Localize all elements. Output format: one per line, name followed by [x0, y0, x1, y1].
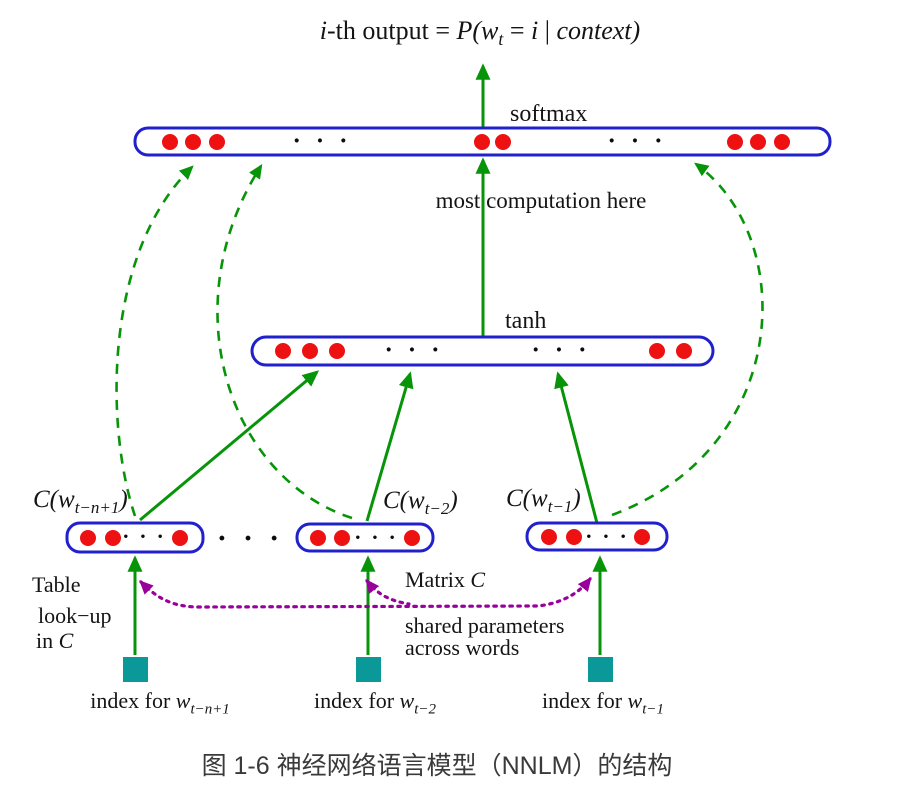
index-square-left: [123, 657, 148, 682]
neuron-dots: [80, 134, 790, 546]
shared-parameters-line1: shared parameters: [405, 613, 565, 638]
matrix-c-dotted-branch: [365, 578, 411, 606]
embedding-label-right: C(wt−1): [506, 485, 581, 516]
embedding-box-right: [525, 521, 669, 552]
dashed-arc-right: [611, 162, 764, 517]
index-label-middle: index for wt−2: [314, 688, 436, 718]
embedding-label-middle: C(wt−2): [383, 487, 458, 518]
tanh-label: tanh: [505, 308, 547, 334]
softmax-ellipsis-right: · · ·: [607, 128, 667, 154]
dashed-arc-left: [115, 165, 194, 517]
tanh-layer-box: [250, 335, 715, 367]
tanh-ellipsis-left: · · ·: [384, 337, 444, 363]
embedding-label-left: C(wt−n+1): [33, 486, 128, 517]
table-lookup-line1: Table: [32, 572, 81, 597]
figure-caption: 图 1-6 神经网络语言模型（NNLM）的结构: [201, 752, 673, 780]
arrow-emb-right-to-tanh: [554, 371, 599, 524]
tanh-ellipsis-right: · · ·: [531, 337, 591, 363]
embedding-middle-ellipsis: · · ·: [354, 527, 398, 549]
matrix-c-label: Matrix C: [405, 567, 486, 592]
embedding-gap-ellipsis: · · ·: [217, 524, 283, 554]
index-square-middle: [356, 657, 381, 682]
matrix-c-dotted-link: [139, 576, 592, 609]
table-lookup-line2: look−up: [38, 603, 112, 628]
shared-parameters-line2: across words: [405, 635, 520, 660]
embedding-box-middle: [295, 522, 435, 553]
arrow-emb-left-to-tanh: [139, 370, 320, 522]
embedding-box-left: [65, 521, 205, 554]
most-computation-label: most computation here: [435, 188, 647, 213]
embedding-right-ellipsis: · · ·: [585, 526, 629, 548]
softmax-label: softmax: [510, 101, 588, 127]
embedding-left-ellipsis: · · ·: [122, 526, 166, 548]
table-lookup-line3: in C: [36, 628, 74, 653]
index-label-left: index for wt−n+1: [90, 688, 230, 718]
index-square-right: [588, 657, 613, 682]
index-label-right: index for wt−1: [542, 688, 664, 718]
output-formula: i-th output = P(wt = i | context): [319, 16, 641, 50]
softmax-ellipsis-left: · · ·: [292, 128, 352, 154]
arrow-emb-middle-to-tanh: [365, 371, 414, 522]
